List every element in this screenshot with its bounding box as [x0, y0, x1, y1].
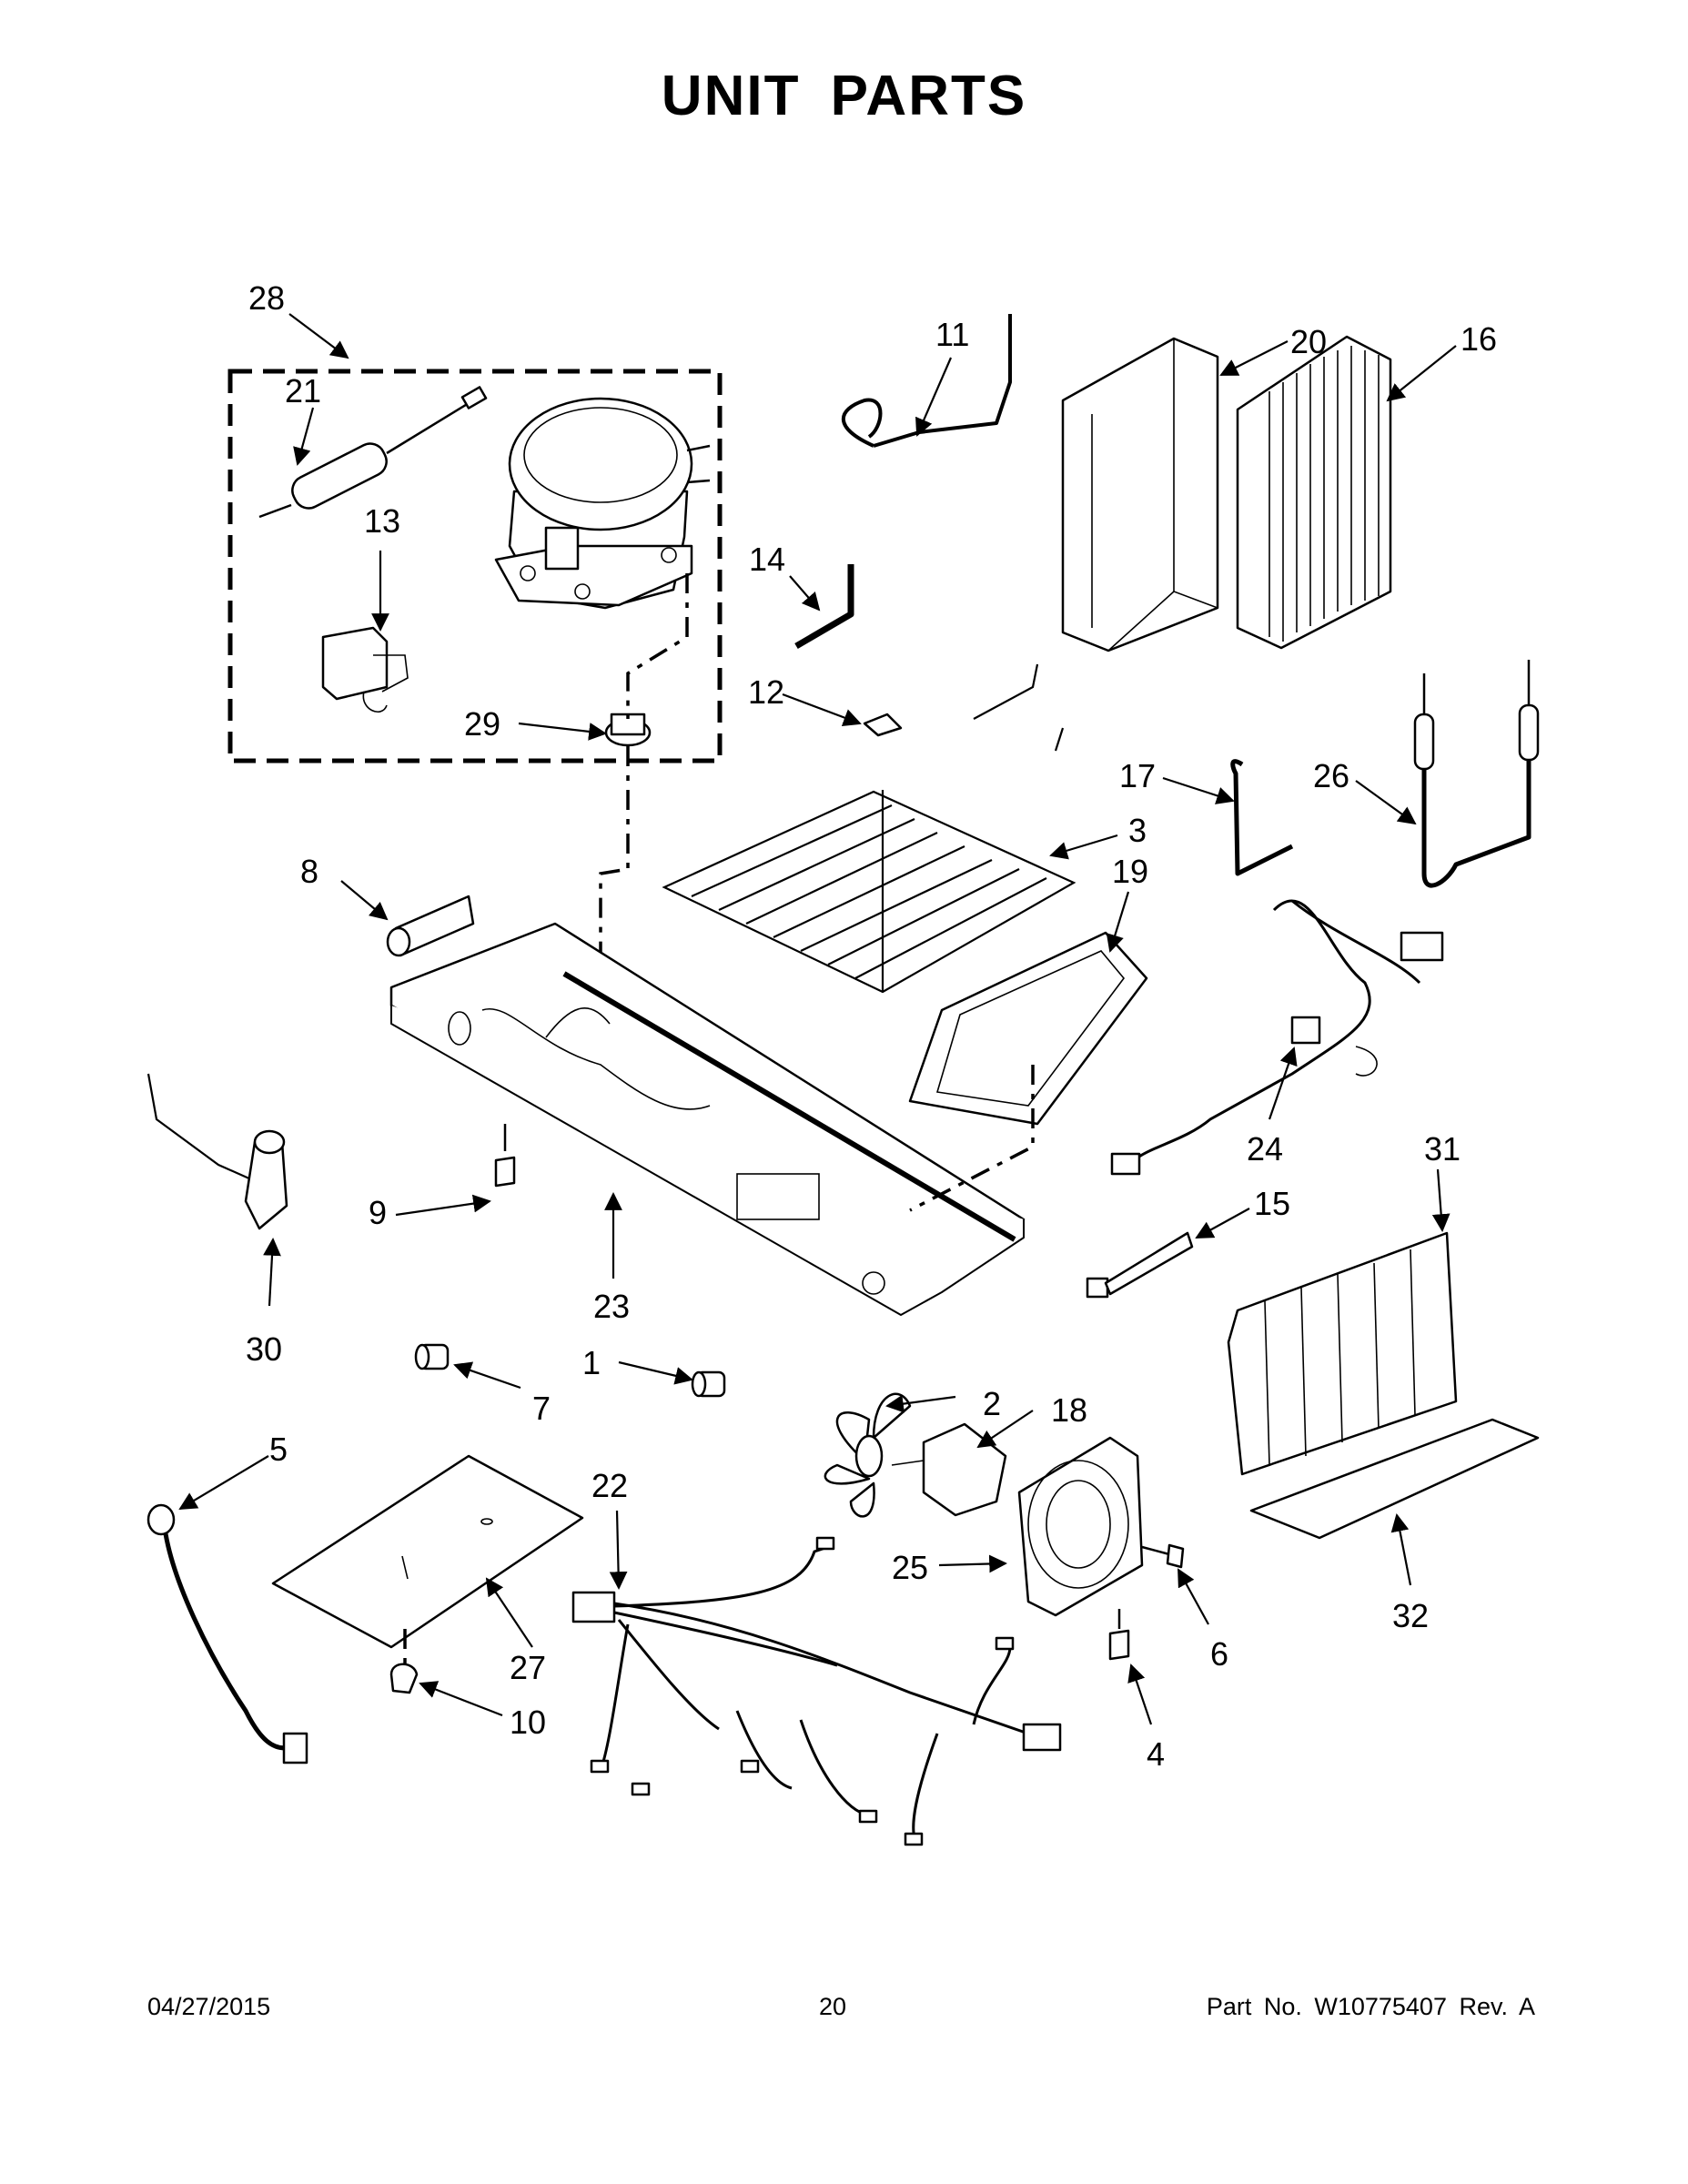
- callout-11: 11: [935, 316, 969, 353]
- callout-13: 13: [364, 502, 400, 540]
- condenser: [1227, 1231, 1458, 1476]
- callout-16: 16: [1461, 320, 1497, 358]
- evaporator-cover: [1061, 337, 1219, 652]
- compressor-mount: [604, 713, 652, 747]
- tube-clip: [1230, 759, 1294, 876]
- spacer-1: [691, 1370, 726, 1398]
- callout-1: 1: [582, 1344, 601, 1381]
- callout-labels: 28 21 13 29 11 14 12 20 16 17 26 3 19 8 …: [246, 279, 1497, 1773]
- base-plate: [389, 922, 1026, 1316]
- compressor-kit-box: [227, 369, 723, 763]
- power-cord-harness: [1110, 899, 1444, 1176]
- callout-28: 28: [248, 279, 285, 317]
- callout-2: 2: [983, 1385, 1001, 1422]
- footer-part-number: Part No. W10775407 Rev. A: [1206, 1993, 1535, 2020]
- wire-harness: [571, 1536, 1062, 1846]
- leader-lines: [178, 313, 1457, 1725]
- drain-tube-harness: [147, 1503, 308, 1764]
- compressor: [494, 397, 711, 610]
- capillary-tube: [841, 314, 1012, 448]
- drain-pan: [908, 931, 1148, 1126]
- callout-29: 29: [464, 705, 500, 743]
- callout-10: 10: [510, 1704, 546, 1741]
- callout-23: 23: [593, 1288, 630, 1325]
- condenser-coil: [662, 663, 1076, 994]
- callout-20: 20: [1290, 323, 1327, 360]
- suction-tube: [794, 564, 854, 650]
- footer-date: 04/27/2015: [147, 1993, 271, 2020]
- page-title: UNIT PARTS: [661, 65, 1027, 127]
- drip-tray: [1249, 1418, 1540, 1540]
- callout-9: 9: [369, 1194, 387, 1231]
- start-relay: [321, 626, 409, 713]
- callout-18: 18: [1051, 1391, 1087, 1429]
- callout-27: 27: [510, 1649, 546, 1686]
- callout-8: 8: [300, 853, 318, 890]
- callout-7: 7: [532, 1390, 551, 1427]
- temperature-sensor: [147, 1073, 288, 1230]
- fan-blade: [824, 1392, 912, 1518]
- spacer-7: [414, 1343, 450, 1370]
- fan-shroud: [1017, 1436, 1144, 1617]
- evaporator: [1236, 335, 1392, 650]
- screw-6: [1141, 1543, 1185, 1569]
- bracket-clip: [863, 713, 903, 737]
- callout-22: 22: [591, 1467, 628, 1504]
- callout-26: 26: [1313, 757, 1349, 794]
- drier-tube-assembly: [1413, 660, 1540, 888]
- screw: [494, 1124, 516, 1188]
- callout-5: 5: [269, 1431, 288, 1468]
- insulation-pad: [271, 1454, 584, 1649]
- callout-31: 31: [1424, 1130, 1461, 1168]
- callout-3: 3: [1128, 812, 1147, 849]
- pad-clip: [389, 1663, 419, 1694]
- screw-4: [1108, 1609, 1130, 1661]
- callout-14: 14: [749, 541, 785, 578]
- callout-25: 25: [892, 1549, 928, 1586]
- callout-32: 32: [1392, 1597, 1429, 1634]
- callout-19: 19: [1112, 853, 1148, 890]
- callout-15: 15: [1254, 1185, 1290, 1222]
- filter-drier: [258, 386, 488, 519]
- callout-4: 4: [1147, 1735, 1165, 1773]
- callout-6: 6: [1210, 1635, 1228, 1673]
- callout-12: 12: [748, 673, 784, 711]
- callout-17: 17: [1119, 757, 1156, 794]
- fan-motor: [891, 1422, 1007, 1517]
- callout-30: 30: [246, 1330, 282, 1368]
- tube-sleeve: [386, 895, 475, 957]
- cable-tie: [1086, 1231, 1194, 1299]
- callout-24: 24: [1247, 1130, 1283, 1168]
- callout-21: 21: [285, 372, 321, 410]
- footer-page-number: 20: [819, 1993, 847, 2020]
